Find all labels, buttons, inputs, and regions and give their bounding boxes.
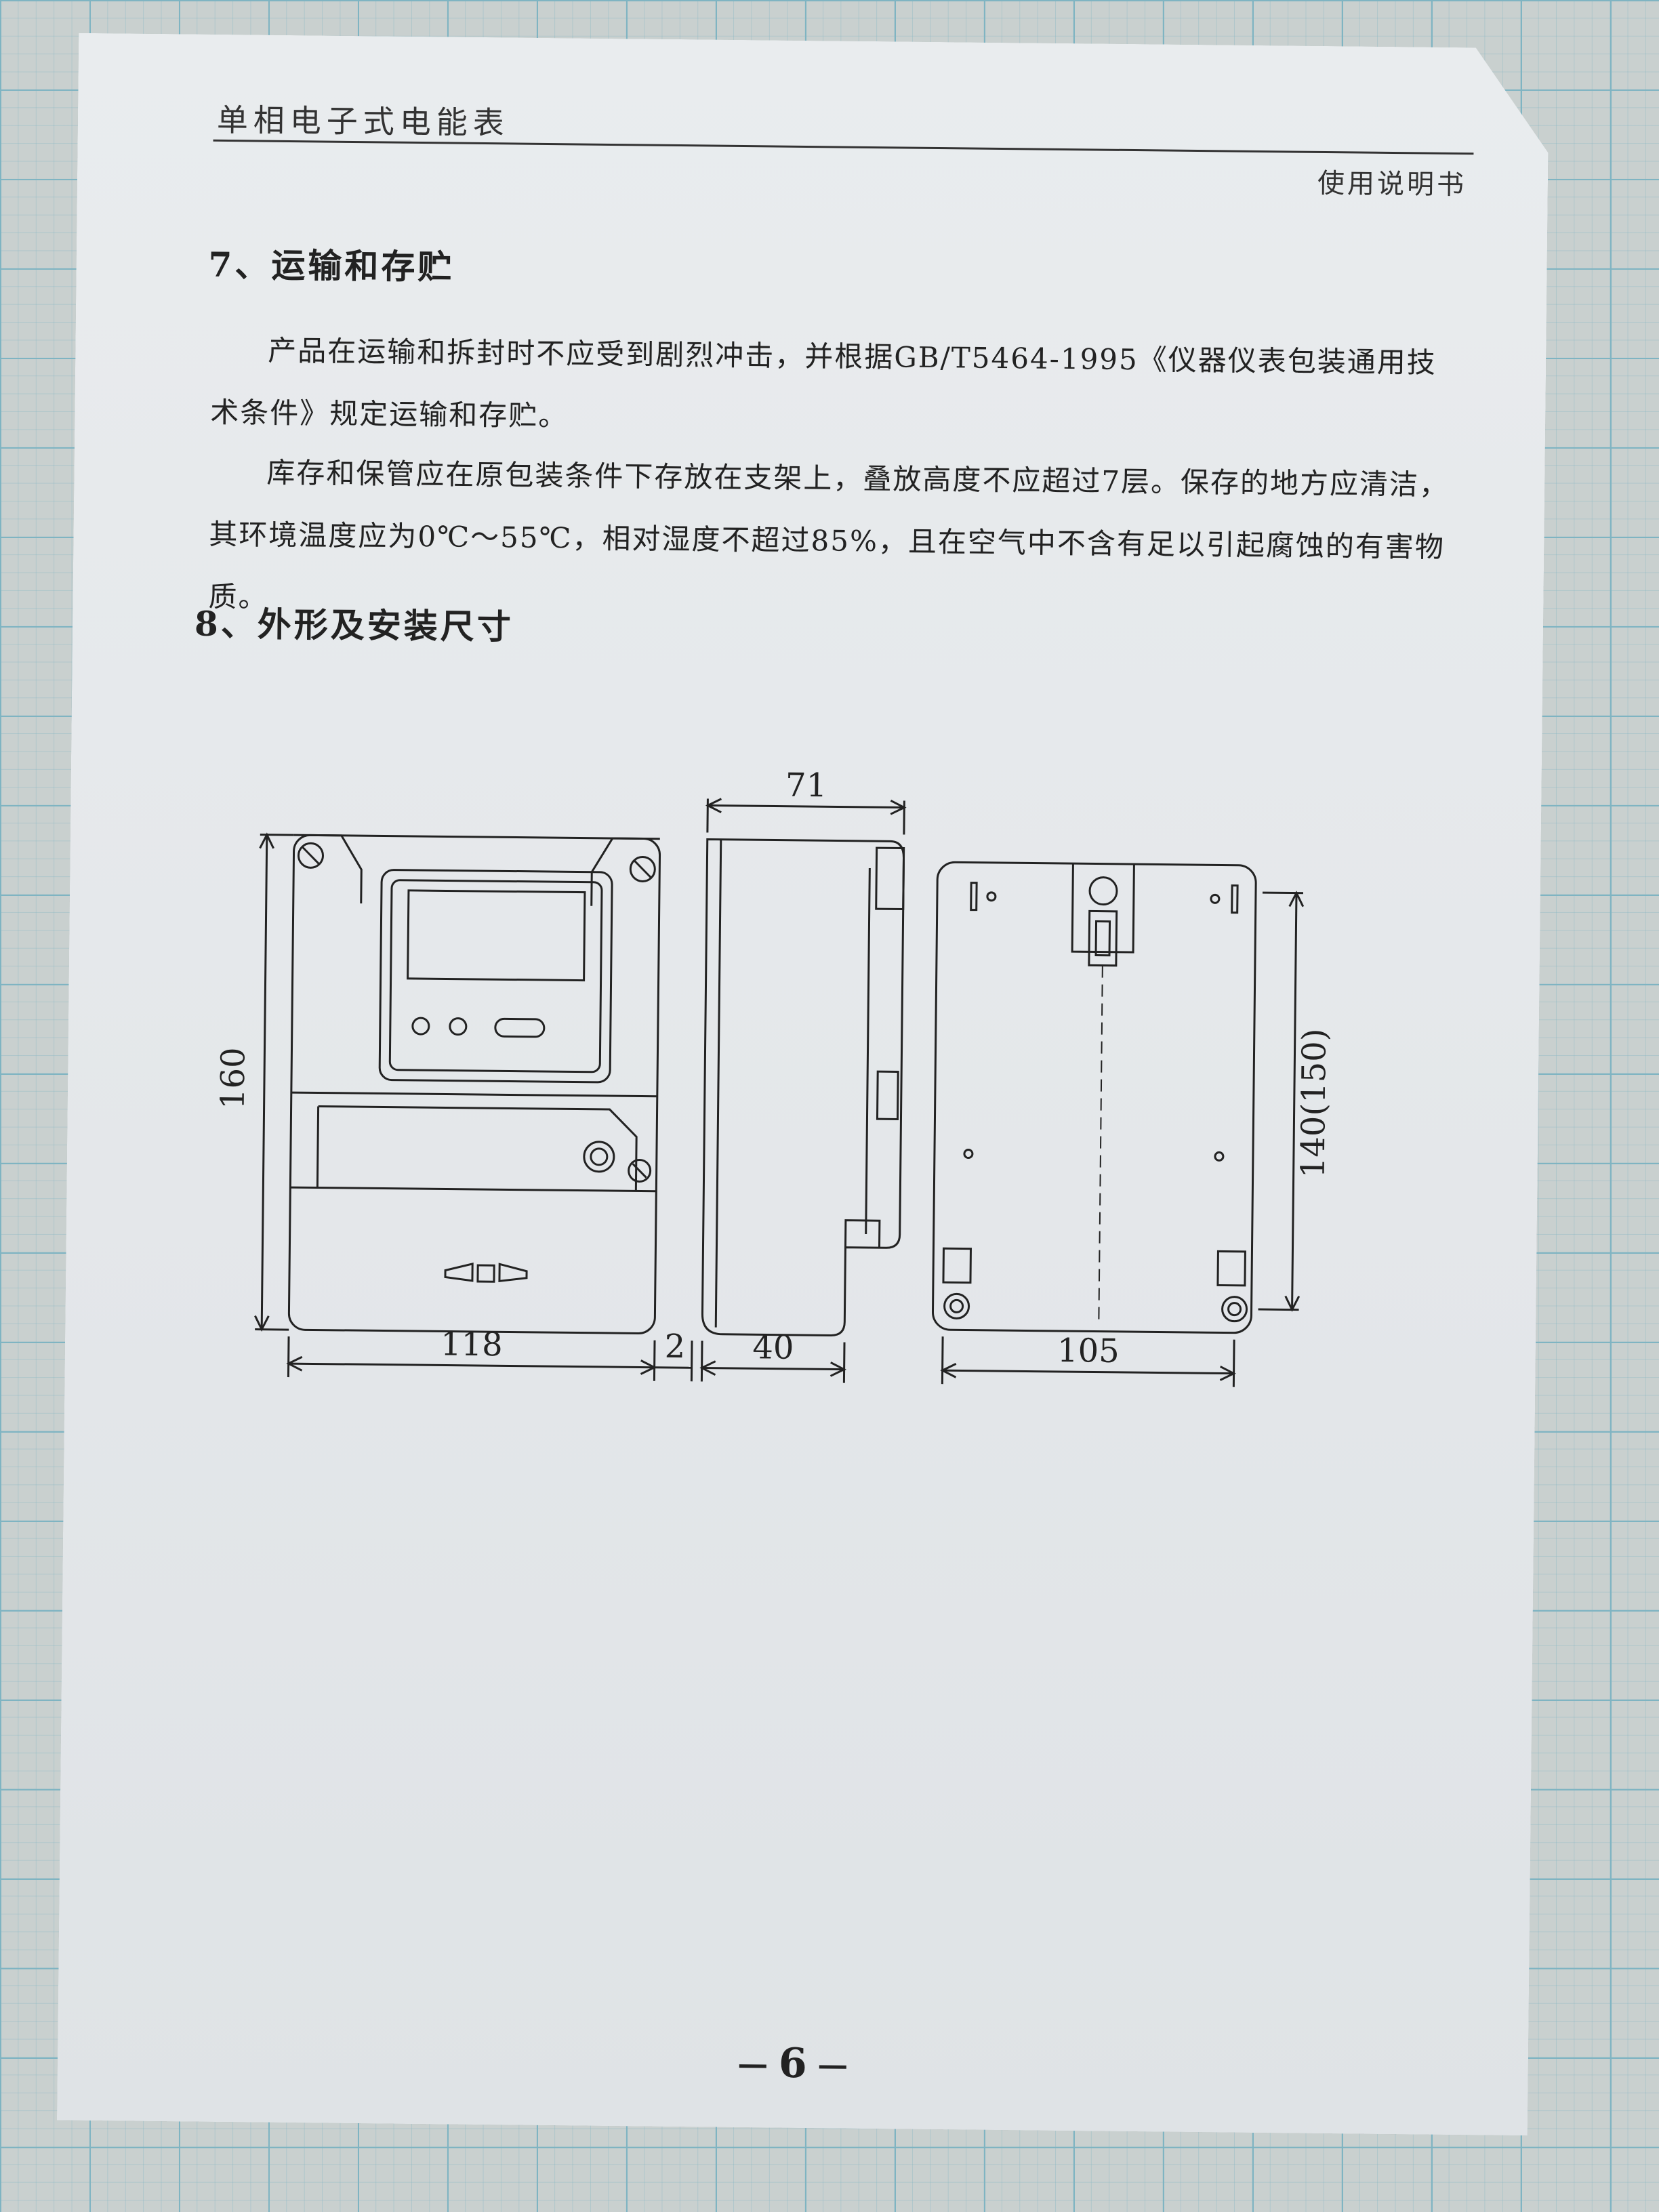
- header-title: 单相电子式电能表: [216, 101, 510, 142]
- back-view: [932, 862, 1303, 1388]
- manual-page: 单相电子式电能表 使用说明书 7、运输和存贮 产品在运输和拆封时不应受到剧烈冲击…: [57, 33, 1549, 2136]
- section-8-title: 8、外形及安装尺寸: [194, 603, 514, 647]
- page-number-dash-left: [739, 2064, 766, 2068]
- dim-gap: 2: [664, 1328, 685, 1366]
- section-7-title: 7、运输和存贮: [208, 244, 455, 287]
- side-view: [654, 798, 904, 1384]
- section-7-paragraph-1: 产品在运输和拆封时不应受到剧烈冲击，并根据GB/T5464-1995《仪器仪表包…: [210, 333, 1437, 433]
- dim-front-width: 118: [441, 1325, 503, 1364]
- front-view: [254, 835, 659, 1381]
- dim-side-depth-top: 71: [785, 766, 827, 805]
- header-rule: [213, 140, 1474, 155]
- page-number-dash-right: [819, 2065, 846, 2068]
- page-number-value: 6: [778, 2039, 808, 2088]
- dim-front-height: 160: [214, 1047, 253, 1109]
- dim-back-mount-height: 140(150): [1294, 1028, 1334, 1178]
- dimension-drawing: 160 118 2 71 40 105 140(150): [199, 726, 1440, 1457]
- header-subtitle: 使用说明书: [1317, 167, 1467, 201]
- dim-back-width: 105: [1057, 1332, 1120, 1370]
- dim-side-depth-bottom: 40: [752, 1328, 794, 1367]
- page-number: 6: [58, 2032, 1529, 2095]
